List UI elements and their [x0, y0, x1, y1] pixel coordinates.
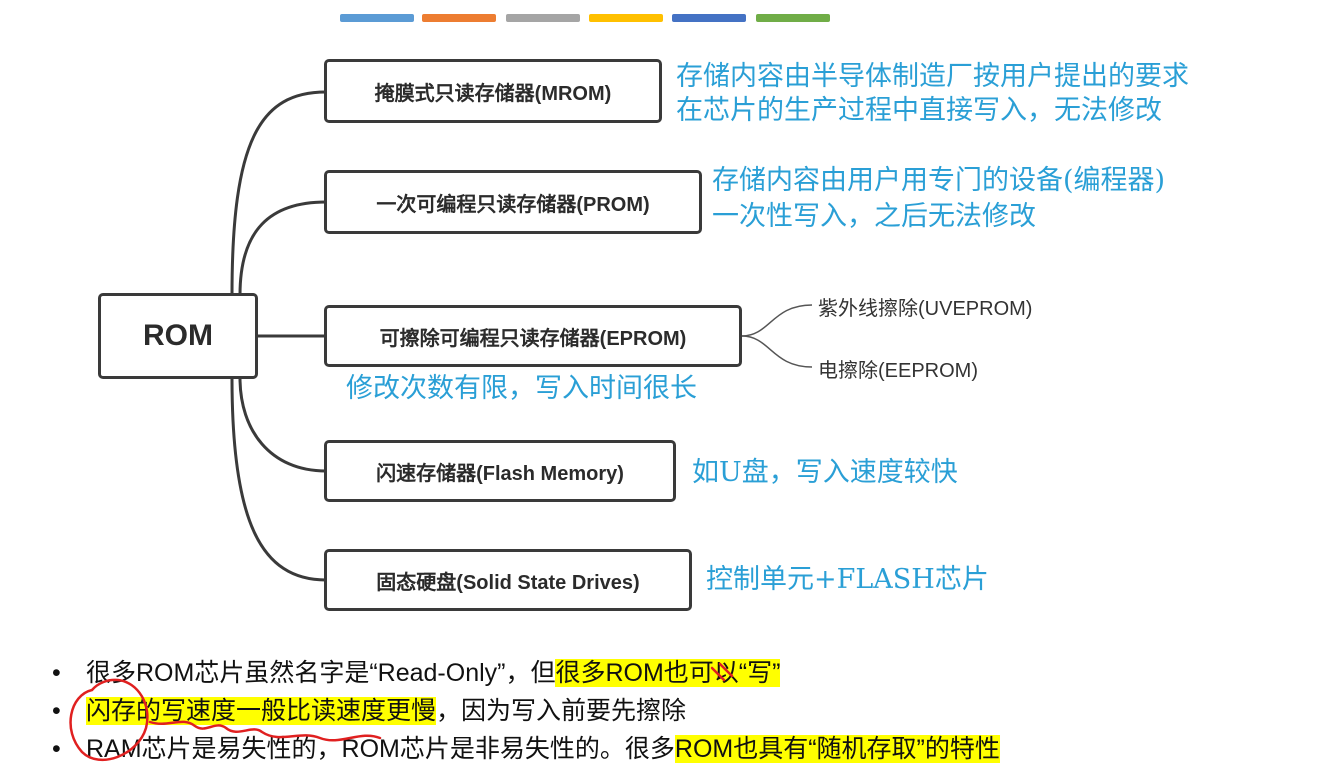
bullet-text-part: RAM芯片是易失性的，ROM芯片是非易失性的。很多 — [86, 735, 675, 763]
bullet-item: • 闪存的写速度一般比读速度更慢，因为写入前要先擦除 — [52, 692, 1302, 730]
bullet-dot: • — [52, 697, 61, 725]
connector-mrom — [230, 90, 328, 297]
note-ssd: 控制单元+FLASH芯片 — [706, 564, 989, 595]
branch-node-flash: 闪速存储器(Flash Memory) — [324, 440, 676, 502]
branch-node-ssd: 固态硬盘(Solid State Drives) — [324, 549, 692, 611]
branch-node-eprom: 可擦除可编程只读存储器(EPROM) — [324, 305, 742, 367]
note-prom-line-2: 一次性写入，之后无法修改 — [712, 201, 1036, 232]
connector-uveprom — [741, 304, 813, 337]
note-mrom-line-2: 在芯片的生产过程中直接写入，无法修改 — [676, 95, 1162, 126]
note-flash: 如U盘，写入速度较快 — [692, 457, 958, 488]
bullet-text: 闪存的写速度一般比读速度更慢，因为写入前要先擦除 — [86, 692, 686, 730]
connector-prom — [238, 200, 328, 297]
bullet-item: • RAM芯片是易失性的，ROM芯片是非易失性的。很多ROM也具有“随机存取”的… — [52, 730, 1302, 768]
bullet-dot: • — [52, 735, 61, 763]
bullet-item: • 很多ROM芯片虽然名字是“Read-Only”，但很多ROM也可以“写” — [52, 654, 1302, 692]
bullet-text: 很多ROM芯片虽然名字是“Read-Only”，但很多ROM也可以“写” — [86, 654, 781, 692]
color-bar-2 — [422, 14, 496, 22]
color-bar-5 — [672, 14, 746, 22]
bullet-highlight: 闪存的写速度一般比读速度更慢 — [86, 697, 437, 725]
sub-label-eeprom: 电擦除(EEPROM) — [818, 360, 978, 382]
branch-node-mrom: 掩膜式只读存储器(MROM) — [324, 59, 662, 123]
bullet-list: • 很多ROM芯片虽然名字是“Read-Only”，但很多ROM也可以“写” •… — [52, 654, 1302, 768]
bullet-text-part: 很多ROM芯片虽然名字是“Read-Only”，但 — [86, 659, 556, 687]
branch-node-prom: 一次可编程只读存储器(PROM) — [324, 170, 702, 234]
color-bar-1 — [340, 14, 414, 22]
bullet-text-part: ，因为写入前要先擦除 — [436, 697, 687, 725]
bullet-highlight: 很多ROM也可以“写” — [555, 659, 781, 687]
connector-ssd — [230, 376, 328, 582]
note-mrom-line-1: 存储内容由半导体制造厂按用户提出的要求 — [676, 61, 1189, 92]
note-prom-line-1: 存储内容由用户用专门的设备(编程器) — [712, 165, 1166, 196]
note-eprom: 修改次数有限，写入时间很长 — [346, 373, 697, 404]
color-bar-6 — [756, 14, 830, 22]
color-bar-4 — [589, 14, 663, 22]
bullet-text: RAM芯片是易失性的，ROM芯片是非易失性的。很多ROM也具有“随机存取”的特性 — [86, 730, 1000, 768]
connector-flash — [238, 376, 328, 473]
bullet-highlight: ROM也具有“随机存取”的特性 — [674, 735, 1000, 763]
sub-label-uveprom: 紫外线擦除(UVEPROM) — [818, 298, 1033, 320]
bullet-dot: • — [52, 659, 61, 687]
color-bar-3 — [506, 14, 580, 22]
connector-eeprom — [741, 335, 813, 368]
root-node-rom: ROM — [98, 293, 258, 379]
